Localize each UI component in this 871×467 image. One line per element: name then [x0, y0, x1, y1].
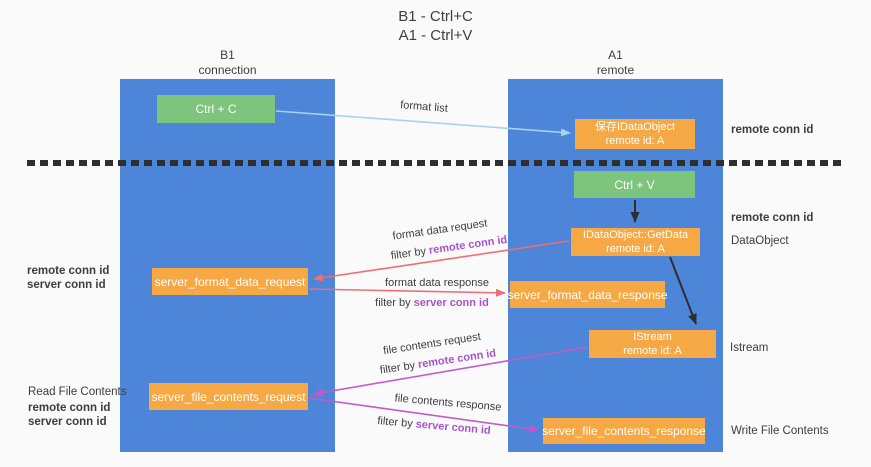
title-line-1: B1 - Ctrl+C [398, 8, 473, 25]
side-group-file-ids: remote conn id server conn id [28, 401, 110, 429]
lifeline-b1-title: B1 [220, 48, 235, 62]
arrow-format-data-response [308, 288, 506, 297]
title-line-2: A1 - Ctrl+V [398, 27, 473, 44]
side-label-remote-conn-id-top: remote conn id [731, 124, 814, 136]
filter-key-server-2: server conn id [415, 418, 492, 437]
arrow-label-format-list: format list [399, 99, 449, 115]
filter-key-server-1: server conn id [413, 297, 489, 309]
side-label-remote-conn-id-mid: remote conn id [731, 212, 814, 224]
node-ctrl-v: Ctrl + V [574, 171, 695, 198]
filter-prefix-1: filter by [390, 245, 427, 263]
istream-line1: IStream [633, 331, 672, 343]
node-idataobject-getdata: IDataObject::GetData remote id: A [571, 228, 700, 256]
server-format-data-response-label: server_format_data_response [507, 287, 668, 302]
lifeline-a1-subtitle: remote [596, 63, 635, 77]
side-label-remote-conn-id-left-1: remote conn id [27, 265, 110, 277]
filter-prefix-4: filter by [376, 415, 414, 431]
server-file-contents-response-label: server_file_contents_response [542, 424, 706, 438]
side-label-istream: Istream [730, 342, 769, 354]
getdata-line2: remote id: A [606, 243, 665, 255]
ctrl-v-label: Ctrl + V [614, 177, 655, 192]
filter-key-remote-2: remote conn id [417, 347, 497, 371]
filter-prefix-2: filter by [375, 297, 411, 309]
lifeline-b1-subtitle: connection [198, 63, 257, 77]
side-label-read-file-contents: Read File Contents [28, 386, 127, 398]
lifeline-header-b1: B1 connection [120, 48, 335, 78]
node-server-format-data-request: server_format_data_request [152, 268, 308, 295]
side-label-server-conn-id-left-1: server conn id [27, 279, 106, 291]
side-label-remote-conn-id-left-2: remote conn id [28, 402, 111, 414]
node-server-file-contents-request: server_file_contents_request [149, 383, 308, 410]
ctrl-c-label: Ctrl + C [195, 102, 237, 116]
server-file-contents-request-label: server_file_contents_request [151, 389, 306, 404]
node-istream: IStream remote id: A [589, 330, 716, 358]
lifeline-header-a1: A1 remote [508, 48, 723, 78]
node-save-idataobject: 保存IDataObject remote id: A [575, 119, 695, 149]
node-server-file-contents-response: server_file_contents_response [542, 418, 706, 444]
side-label-dataobject: DataObject [731, 235, 789, 247]
filter-key-remote-1: remote conn id [428, 233, 508, 257]
istream-line2: remote id: A [623, 345, 682, 357]
side-group-format-ids: remote conn id server conn id [27, 264, 109, 292]
lifeline-a1-title: A1 [608, 48, 623, 62]
filter-prefix-3: filter by [379, 359, 416, 377]
server-format-data-request-label: server_format_data_request [154, 274, 306, 289]
dashed-divider-line [27, 160, 845, 166]
node-server-format-data-response: server_format_data_response [507, 281, 668, 308]
side-label-write-file-contents: Write File Contents [731, 425, 829, 437]
arrow-label-file-contents-response: file contents response [394, 392, 502, 414]
node-ctrl-c: Ctrl + C [157, 95, 275, 123]
side-label-server-conn-id-left-2: server conn id [28, 416, 107, 428]
save-idataobject-line2: remote id: A [605, 135, 665, 147]
diagram-title: B1 - Ctrl+C A1 - Ctrl+V [0, 7, 871, 45]
save-idataobject-line1: 保存IDataObject [594, 121, 676, 133]
getdata-line1: IDataObject::GetData [582, 229, 689, 241]
arrow-label-format-data-response: format data response [385, 277, 489, 289]
